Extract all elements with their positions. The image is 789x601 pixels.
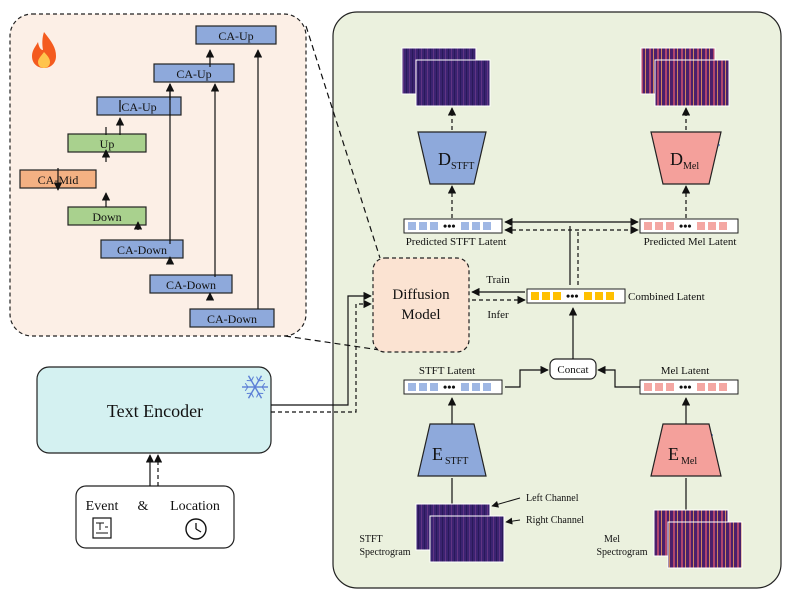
mel-latent: ••• xyxy=(639,379,739,395)
predicted-stft-latent-label: Predicted STFT Latent xyxy=(406,236,507,248)
stft-input-spectrogram xyxy=(415,503,505,563)
svg-text:•••: ••• xyxy=(566,289,579,303)
unet-block-ca-down-3: CA-Down xyxy=(189,308,275,328)
mel-input-spectrogram xyxy=(653,509,743,569)
unet-block-label: Up xyxy=(100,137,115,151)
d-mel-sub: Mel xyxy=(683,161,699,172)
d-stft-main: D xyxy=(438,149,451,169)
predicted-stft-spectrogram xyxy=(401,47,491,107)
stft-decoder xyxy=(417,131,487,185)
unet-blocks: CA-UpCA-UpCA-UpUpCA-MidDownCA-DownCA-Dow… xyxy=(19,25,277,328)
stft-encoder xyxy=(417,423,487,477)
train-label: Train xyxy=(486,274,510,286)
predicted-mel-latent-label: Predicted Mel Latent xyxy=(644,236,737,248)
stft-spec-line1: STFT xyxy=(359,534,382,545)
diffusion-line1: Diffusion xyxy=(392,287,450,303)
svg-text:•••: ••• xyxy=(679,380,692,394)
event-label: Event xyxy=(86,499,119,514)
mel-latent-label: Mel Latent xyxy=(661,365,710,377)
mel-spec-line2: Spectrogram xyxy=(596,547,647,558)
unet-block-label: CA-Down xyxy=(117,243,167,257)
stft-latent-label: STFT Latent xyxy=(419,365,475,377)
mel-encoder xyxy=(650,423,722,477)
left-channel-label: Left Channel xyxy=(526,493,579,504)
concat-label: Concat xyxy=(557,364,588,376)
text-encoder xyxy=(36,366,272,454)
mel-decoder xyxy=(650,131,722,185)
unet-block-label: Down xyxy=(92,210,121,224)
mel-spec-line1: Mel xyxy=(604,534,620,545)
d-mel-main: D xyxy=(670,149,683,169)
svg-text:•••: ••• xyxy=(443,380,456,394)
unet-block-down: Down xyxy=(67,206,147,226)
predicted-mel-spectrogram xyxy=(640,47,730,107)
location-label: Location xyxy=(170,499,220,514)
diffusion-model xyxy=(372,257,470,353)
unet-block-label: CA-Up xyxy=(176,67,211,81)
e-stft-sub: STFT xyxy=(445,456,468,467)
clock-icon xyxy=(185,518,207,540)
document-icon xyxy=(92,517,112,539)
unet-block-ca-up-1: CA-Up xyxy=(96,96,182,116)
combined-latent: ••• xyxy=(526,288,626,304)
e-mel-sub: Mel xyxy=(681,456,697,467)
unet-block-ca-up-3: CA-Up xyxy=(195,25,277,45)
snowflake-icon xyxy=(242,375,268,399)
svg-text:•••: ••• xyxy=(443,219,456,233)
infer-label: Infer xyxy=(487,309,509,321)
unet-block-ca-up-2: CA-Up xyxy=(153,63,235,83)
stft-spec-line2: Spectrogram xyxy=(359,547,410,558)
predicted-stft-latent: ••• xyxy=(403,218,503,234)
diffusion-line2: Model xyxy=(401,307,440,323)
stft-latent: ••• xyxy=(403,379,503,395)
unet-block-label: CA-Down xyxy=(166,278,216,292)
unet-block-ca-down-2: CA-Down xyxy=(149,274,233,294)
combined-latent-label: Combined Latent xyxy=(628,291,705,303)
svg-text:•••: ••• xyxy=(679,219,692,233)
unet-block-label: CA-Up xyxy=(218,29,253,43)
predicted-mel-latent: ••• xyxy=(639,218,739,234)
d-stft-sub: STFT xyxy=(451,161,474,172)
e-stft-main: E xyxy=(432,444,443,464)
unet-block-label: CA-Up xyxy=(121,100,156,114)
unet-block-ca-down-1: CA-Down xyxy=(100,239,184,259)
event-location-box xyxy=(75,485,235,549)
unet-block-up: Up xyxy=(67,133,147,153)
fire-icon xyxy=(32,32,56,68)
unet-panel xyxy=(9,13,307,337)
e-mel-main: E xyxy=(668,444,679,464)
right-channel-label: Right Channel xyxy=(526,515,584,526)
ampersand-label: & xyxy=(138,499,149,514)
text-encoder-label: Text Encoder xyxy=(107,401,203,421)
unet-block-label: CA-Down xyxy=(207,312,257,326)
